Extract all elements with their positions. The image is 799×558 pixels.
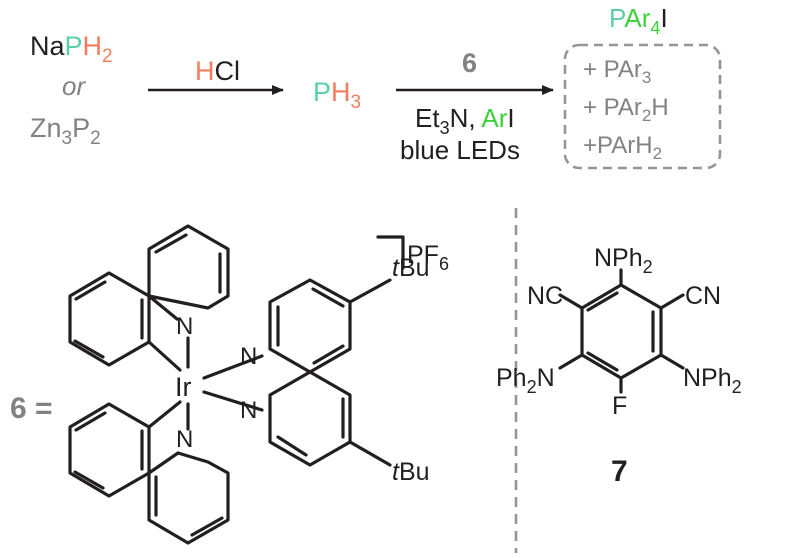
pyridine-ring-bottom — [147, 451, 230, 545]
catalyst-label-6: 6 — [462, 48, 477, 78]
or-text: or — [62, 71, 86, 101]
double-bond-top-left — [586, 291, 619, 312]
side-product-par3: + PAr3 — [583, 56, 651, 87]
phenyl-ring-top — [68, 271, 151, 367]
phenyl-ring-bottom — [68, 402, 151, 498]
atom-n-pyridine-bottom: N — [176, 426, 193, 453]
bipyridine-ring-lower — [268, 370, 392, 467]
counterion-pf6: PF6 — [407, 241, 449, 274]
substituent-ph2n-left: Ph2N — [496, 364, 555, 397]
condition-blue-leds: blue LEDs — [400, 135, 520, 165]
reagent-et3n-ari: Et3N, ArI — [415, 103, 515, 138]
bond-ir-c-bottom — [147, 400, 182, 429]
bond-nph2-right — [659, 353, 685, 370]
pyridine-ring-top — [147, 224, 230, 321]
reagent-naph2: NaPH2 — [30, 31, 113, 67]
substituent-tbu-top: tBu — [392, 254, 430, 282]
product-par4i: PAr4I — [609, 3, 668, 38]
side-product-parh2: +PArH2 — [583, 132, 662, 163]
reagent-hcl: HCl — [195, 56, 240, 86]
atom-n-bipy-lower: N — [240, 397, 257, 424]
substituent-nph2-right: NPh2 — [683, 364, 742, 397]
bond-cn-right — [659, 293, 685, 310]
double-bond-bottom-left — [586, 351, 619, 372]
bond-ir-c-top — [147, 340, 182, 372]
bond-cn-left — [558, 293, 584, 310]
substituent-tbu-bottom: tBu — [392, 458, 430, 486]
side-product-par2h: + PAr2H — [583, 94, 669, 125]
bond-ir-n-bipy-lower — [202, 390, 264, 412]
substituent-cn-left: NC — [527, 282, 563, 310]
counterion-bracket — [376, 235, 405, 270]
atom-n-pyridine-top: N — [176, 313, 193, 340]
substituent-f: F — [612, 392, 627, 420]
compound-6-label: 6 = — [10, 392, 53, 425]
bond-ir-n-bipy-upper — [202, 354, 264, 380]
bond-nph2-left — [558, 353, 584, 370]
compound-7-label: 7 — [611, 455, 628, 488]
benzene-ring — [580, 283, 663, 380]
substituent-nph2-top: NPh2 — [594, 244, 653, 277]
intermediate-ph3: PH3 — [313, 77, 361, 113]
compound-7-structure — [558, 268, 685, 394]
atom-n-bipy-upper: N — [240, 343, 257, 370]
side-products-box — [563, 43, 722, 170]
substituent-cn-right: CN — [685, 282, 721, 310]
bipyridine-ring-upper — [268, 278, 392, 374]
reagent-zn3p2: Zn3P2 — [30, 113, 101, 149]
compound-6-structure — [68, 224, 405, 545]
atom-ir: Ir — [175, 372, 192, 402]
